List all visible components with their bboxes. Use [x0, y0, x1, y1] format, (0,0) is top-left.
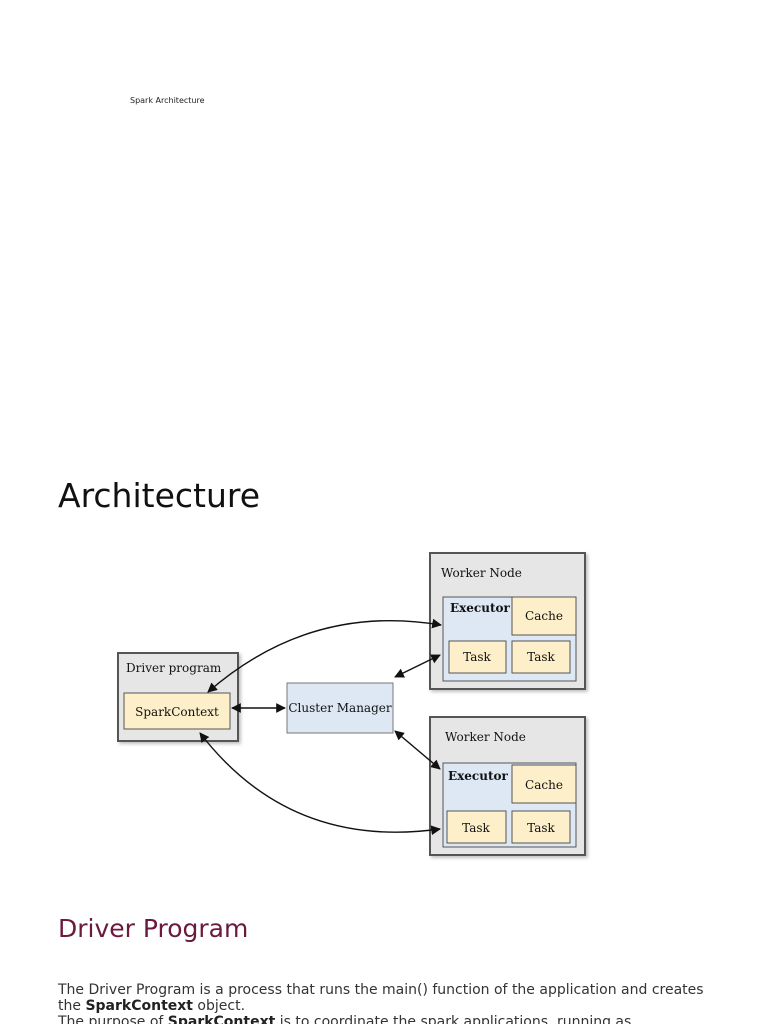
cluster-manager-label: Cluster Manager: [288, 701, 391, 715]
worker-node-1-title: Worker Node: [441, 566, 522, 580]
worker-node-2-title: Worker Node: [445, 730, 526, 744]
driver-program-label: Driver program: [126, 661, 222, 675]
page-small-title: Spark Architecture: [130, 96, 205, 105]
task-1b-label: Task: [527, 650, 555, 664]
worker-node-2: Worker Node Executor Cache Task Task: [429, 716, 586, 856]
arrow-driver-worker1: [207, 618, 442, 693]
cache-1-label: Cache: [525, 609, 563, 623]
para1-text-a: The Driver Program is a process that run…: [58, 982, 704, 1014]
driver-program-heading: Driver Program: [58, 914, 249, 943]
cache-2-label: Cache: [525, 778, 563, 792]
task-2a-label: Task: [462, 821, 490, 835]
para2-bold: SparkContext: [167, 1014, 276, 1024]
architecture-heading: Architecture: [58, 476, 261, 515]
executor-1-label: Executor: [450, 601, 511, 615]
para1-bold: SparkContext: [85, 998, 193, 1014]
cluster-manager-box: Cluster Manager: [286, 682, 394, 734]
para2-text-a: The purpose of: [58, 1014, 168, 1024]
driver-program-description: The Driver Program is a process that run…: [58, 982, 718, 1024]
executor-2-label: Executor: [448, 769, 509, 783]
para2-text-b: is to coordinate the spark applications,…: [275, 1014, 632, 1024]
diagram-connectors: [199, 618, 442, 836]
para1-text-b: object.: [192, 998, 246, 1014]
worker-node-1: Worker Node Executor Cache Task Task: [429, 552, 586, 690]
spark-architecture-diagram: Driver program SparkContext Cluster Mana…: [117, 552, 586, 856]
spark-context-label: SparkContext: [135, 705, 219, 719]
arrow-driver-worker2: [199, 732, 441, 836]
task-1a-label: Task: [463, 650, 491, 664]
task-2b-label: Task: [527, 821, 555, 835]
driver-program-box: Driver program SparkContext: [117, 652, 239, 742]
